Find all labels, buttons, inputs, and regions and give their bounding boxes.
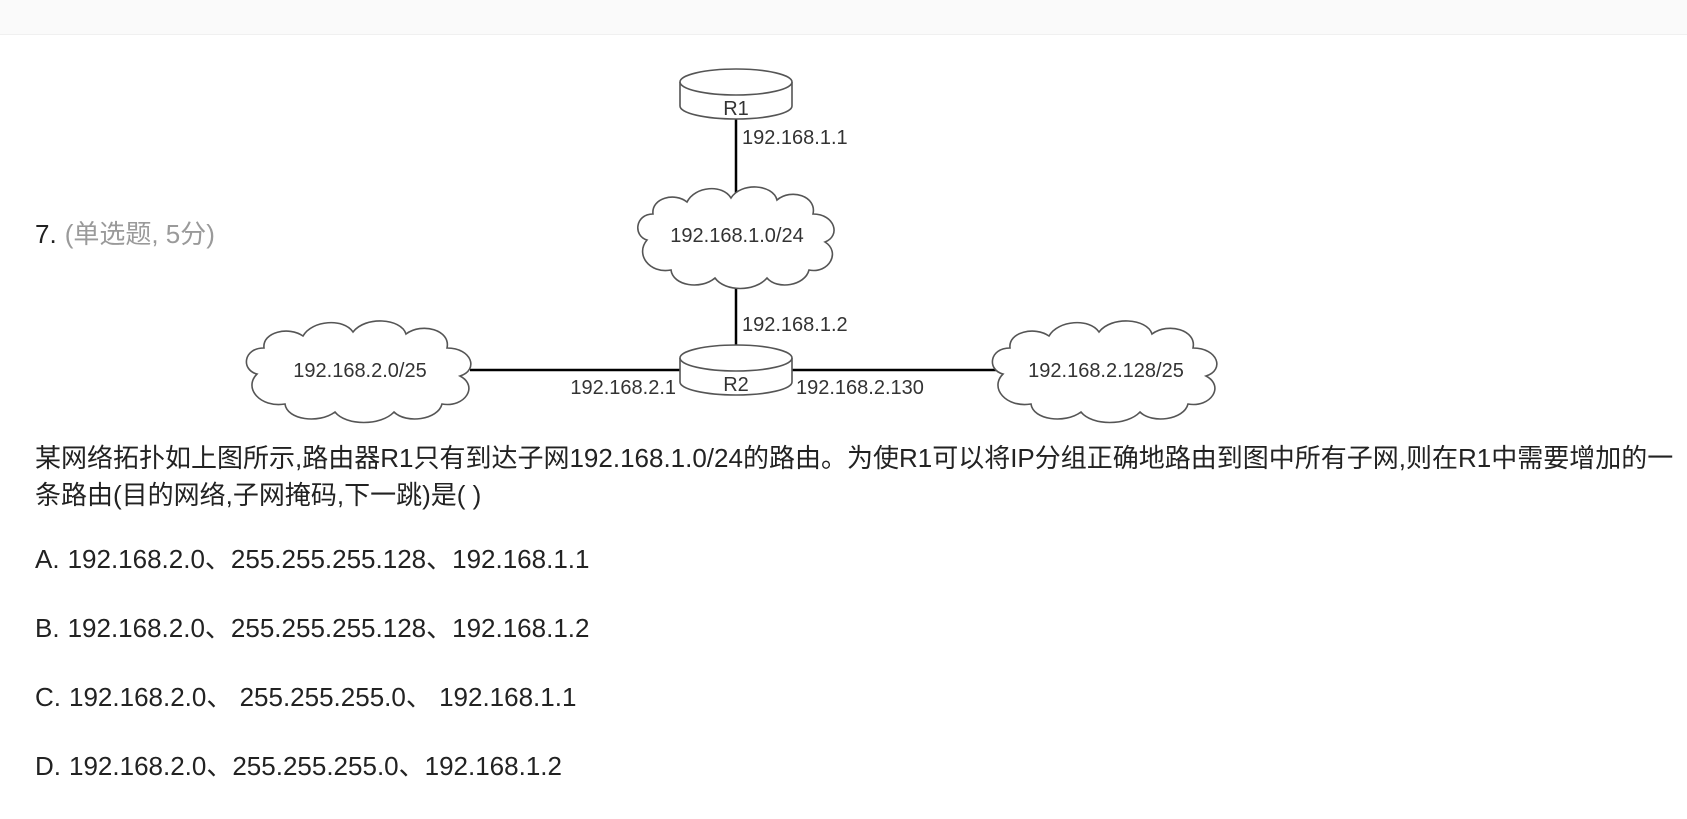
router-r2: R2 bbox=[679, 344, 793, 396]
top-bar bbox=[0, 0, 1687, 35]
option-text: 192.168.2.0、255.255.255.128、192.168.1.2 bbox=[67, 613, 590, 643]
question-header: 7.(单选题, 5分) bbox=[35, 219, 215, 249]
option-b[interactable]: B.192.168.2.0、255.255.255.128、192.168.1.… bbox=[35, 612, 589, 681]
cloud-subnet-right bbox=[991, 320, 1218, 424]
option-text: 192.168.2.0、255.255.255.0、192.168.1.2 bbox=[69, 751, 562, 781]
router-r2-label: R2 bbox=[723, 374, 749, 396]
cloud-right-label: 192.168.2.128/25 bbox=[1028, 360, 1184, 382]
router-r1-label: R1 bbox=[723, 98, 749, 120]
option-c[interactable]: C. 192.168.2.0、 255.255.255.0、 192.168.1.… bbox=[35, 681, 589, 750]
option-text: 192.168.2.0、255.255.255.128、192.168.1.1 bbox=[67, 544, 590, 574]
option-letter: A. bbox=[35, 544, 60, 574]
r2-interface-ip-left: 192.168.2.1 bbox=[570, 377, 676, 399]
option-a[interactable]: A.192.168.2.0、255.255.255.128、192.168.1.… bbox=[35, 543, 589, 612]
cloud-top-label: 192.168.1.0/24 bbox=[670, 225, 803, 247]
router-r1: R1 bbox=[679, 68, 793, 120]
r2-interface-ip-top: 192.168.1.2 bbox=[742, 314, 848, 336]
question-text: 某网络拓扑如上图所示,路由器R1只有到达子网192.168.1.0/24的路由。… bbox=[35, 443, 1674, 510]
cloud-left-label: 192.168.2.0/25 bbox=[293, 360, 426, 382]
option-letter: C. bbox=[35, 682, 61, 712]
cloud-subnet-left bbox=[245, 320, 472, 424]
cloud-subnet-top bbox=[637, 186, 835, 290]
option-letter: D. bbox=[35, 751, 61, 781]
r2-interface-ip-right: 192.168.2.130 bbox=[796, 377, 924, 399]
option-letter: B. bbox=[35, 613, 60, 643]
option-text: 192.168.2.0、 255.255.255.0、 192.168.1.1 bbox=[69, 682, 577, 712]
question-number: 7. bbox=[35, 219, 57, 249]
network-topology-diagram: R1 R2 192.168.1.0/24 192.168.2.0/25 192.… bbox=[245, 68, 1218, 424]
answer-options: A.192.168.2.0、255.255.255.128、192.168.1.… bbox=[35, 543, 589, 819]
r1-interface-ip: 192.168.1.1 bbox=[742, 127, 848, 149]
question-type-score: (单选题, 5分) bbox=[64, 219, 215, 249]
option-d[interactable]: D. 192.168.2.0、255.255.255.0、192.168.1.2 bbox=[35, 750, 589, 819]
